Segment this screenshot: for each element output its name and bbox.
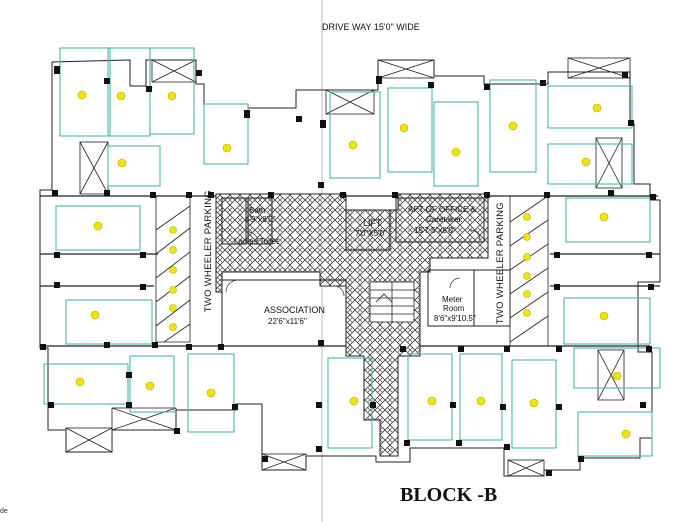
staircase (369, 281, 415, 323)
block-title: BLOCK -B (400, 484, 498, 506)
two-wheeler-parking-right: TWO WHEELER PARKING (494, 202, 506, 325)
driveway-label: DRIVE WAY 15'0" WIDE (322, 22, 420, 32)
association-size: 22'6"x11'6" (268, 317, 307, 326)
cropped-text: de (0, 508, 8, 515)
bath-label: Bath (249, 206, 266, 215)
meter-size: 8'6"x9'10.5" (434, 314, 476, 323)
office-size: 15'7.5"x8'0" (414, 226, 456, 235)
bath-size: 4'9"x8'0" (245, 215, 276, 224)
lift-label: LIFT (363, 218, 382, 228)
association-label: ASSOCIATION (264, 305, 325, 315)
door-swings (225, 229, 481, 297)
lift-size: 7'0"X5'0" (355, 229, 387, 238)
meter-label: Meter (442, 295, 463, 304)
caretaker-label: Caretaker (426, 215, 462, 224)
parking-left (155, 195, 191, 343)
room-label: Room (443, 304, 465, 313)
flat-markers (75, 90, 631, 439)
two-wheeler-parking-left: TWO WHEELER PARKING (202, 190, 214, 313)
lift-shaft (346, 210, 390, 250)
columns (40, 66, 656, 476)
apt-office-label: APT OF OFFICE & (408, 205, 476, 214)
ladies-toilet-label: Ladies Toilet (234, 237, 279, 246)
